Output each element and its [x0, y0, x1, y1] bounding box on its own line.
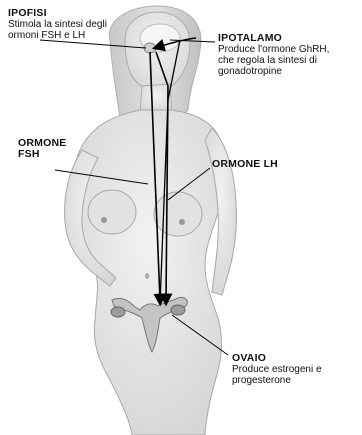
ovaio-title: OVAIO: [232, 353, 322, 364]
label-ormone-fsh: ORMONE FSH: [18, 138, 66, 160]
ovary-left: [111, 307, 125, 317]
label-ormone-lh: ORMONE LH: [212, 159, 278, 170]
ipofisi-desc: Stimola la sintesi degli ormoni FSH e LH: [8, 19, 107, 41]
ovary-right: [171, 305, 185, 315]
ovaio-desc: Produce estrogeni e progesterone: [232, 364, 322, 386]
label-ipotalamo: IPOTALAMO Produce l'ormone GhRH, che reg…: [218, 33, 329, 77]
breast-left: [88, 190, 136, 234]
label-ipofisi: IPOFISI Stimola la sintesi degli ormoni …: [8, 8, 107, 41]
breast-right: [154, 192, 202, 236]
ipofisi-title: IPOFISI: [8, 8, 107, 19]
label-ovaio: OVAIO Produce estrogeni e progesterone: [232, 353, 322, 386]
ipotalamo-title: IPOTALAMO: [218, 33, 329, 44]
ormone-lh-title: ORMONE LH: [212, 159, 278, 170]
ipotalamo-desc: Produce l'ormone GhRH, che regola la sin…: [218, 44, 329, 77]
ormone-fsh-title: ORMONE FSH: [18, 138, 66, 160]
